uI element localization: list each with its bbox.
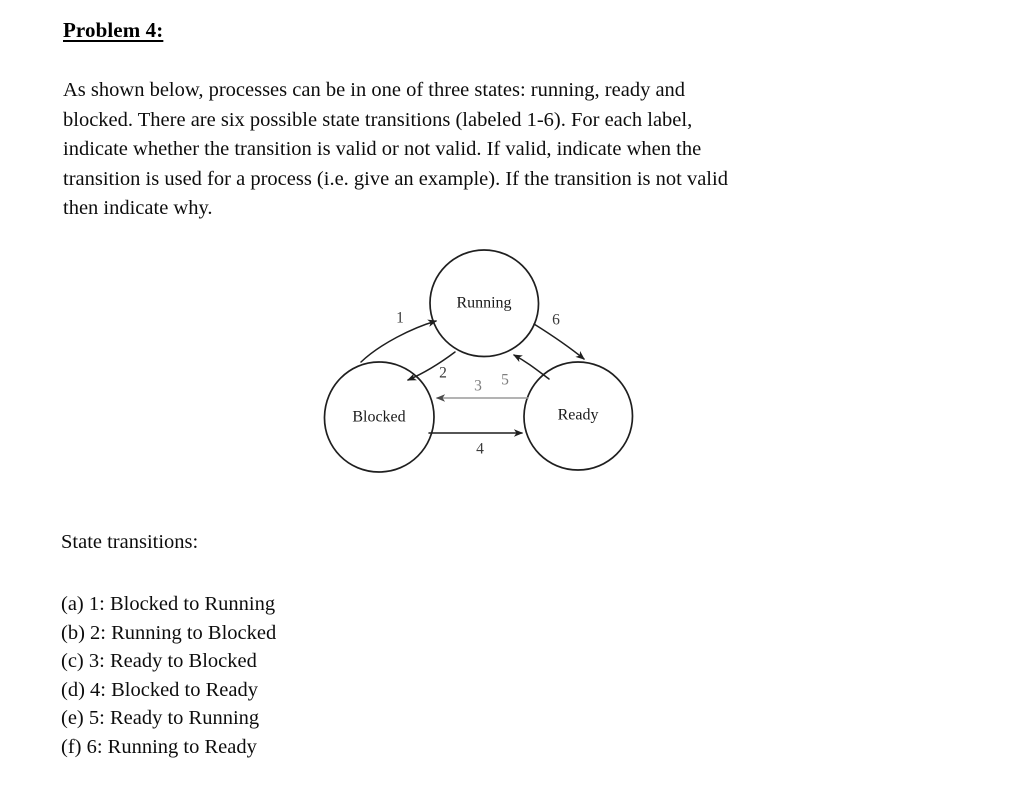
list-item: (d) 4: Blocked to Ready xyxy=(61,678,258,701)
transitions-list: (a) 1: Blocked to Running (b) 2: Running… xyxy=(61,590,481,762)
page-title: Problem 4: xyxy=(63,18,164,42)
edge-label-5: 5 xyxy=(501,372,509,389)
state-node-running: Running xyxy=(429,249,540,358)
edge-2-running-to-blocked xyxy=(406,351,456,381)
state-circle-ready xyxy=(523,361,634,471)
list-item: (b) 2: Running to Blocked xyxy=(61,621,277,644)
intro-line: indicate whether the transition is valid… xyxy=(63,138,702,160)
intro-paragraph: As shown below, processes can be in one … xyxy=(63,76,895,224)
state-circle-running xyxy=(429,249,540,358)
list-item: (a) 1: Blocked to Running xyxy=(61,593,276,615)
state-node-ready: Ready xyxy=(523,361,634,471)
list-item: (f) 6: Running to Ready xyxy=(61,735,257,758)
edge-label-2: 2 xyxy=(439,365,447,382)
transitions-heading: State transitions: xyxy=(61,531,199,553)
list-item: (e) 5: Ready to Running xyxy=(61,707,260,730)
intro-line: As shown below, processes can be in one … xyxy=(63,79,686,101)
intro-line: then indicate why. xyxy=(63,197,213,219)
edge-label-4: 4 xyxy=(476,441,484,458)
state-transition-diagram: Running Blocked Ready xyxy=(300,228,680,488)
state-label-running: Running xyxy=(456,295,511,312)
state-label-blocked: Blocked xyxy=(352,409,405,426)
edge-1-blocked-to-running xyxy=(360,319,438,363)
edge-6-running-to-ready xyxy=(533,323,585,360)
state-node-blocked: Blocked xyxy=(323,361,435,473)
state-circle-blocked xyxy=(323,361,435,473)
edge-label-1: 1 xyxy=(396,310,404,327)
edge-label-3: 3 xyxy=(474,378,482,395)
edge-5-ready-to-running xyxy=(512,354,550,380)
edge-label-6: 6 xyxy=(552,312,560,329)
list-item: (c) 3: Ready to Blocked xyxy=(61,650,257,673)
intro-line: transition is used for a process (i.e. g… xyxy=(63,167,728,190)
state-label-ready: Ready xyxy=(558,407,599,424)
intro-line: blocked. There are six possible state tr… xyxy=(63,108,693,131)
